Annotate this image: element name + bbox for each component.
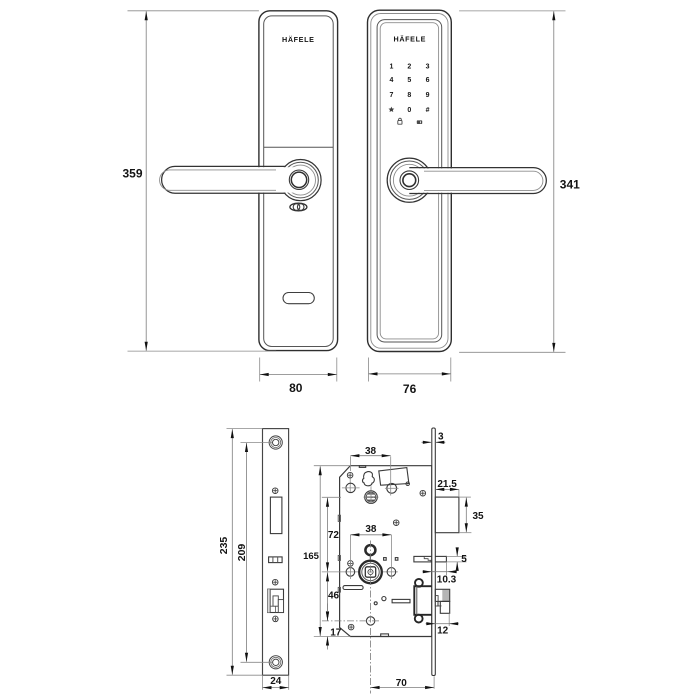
svg-text:1: 1	[389, 63, 393, 70]
svg-text:10.3: 10.3	[437, 575, 457, 586]
svg-text:235: 235	[218, 537, 230, 555]
svg-text:38: 38	[365, 446, 377, 457]
svg-text:5: 5	[461, 554, 467, 565]
svg-text:70: 70	[396, 678, 408, 689]
svg-text:35: 35	[473, 511, 485, 522]
svg-text:2: 2	[407, 63, 411, 70]
svg-text:80: 80	[289, 381, 303, 395]
svg-text:24: 24	[270, 676, 282, 687]
svg-text:#: #	[426, 107, 430, 114]
svg-text:8: 8	[407, 92, 411, 99]
svg-text:12: 12	[437, 626, 449, 637]
svg-text:72: 72	[328, 530, 340, 541]
svg-text:3: 3	[426, 63, 430, 70]
svg-text:HÄFELE: HÄFELE	[394, 35, 426, 44]
svg-text:4: 4	[389, 77, 393, 84]
svg-text:0: 0	[407, 107, 411, 114]
svg-text:21.5: 21.5	[437, 479, 457, 490]
svg-text:76: 76	[403, 382, 417, 396]
svg-text:17: 17	[330, 627, 342, 638]
svg-text:46: 46	[328, 591, 340, 602]
svg-text:6: 6	[426, 77, 430, 84]
svg-text:209: 209	[236, 544, 248, 562]
svg-text:38: 38	[365, 524, 377, 535]
svg-text:HÄFELE: HÄFELE	[282, 35, 314, 44]
svg-text:165: 165	[303, 551, 320, 562]
svg-text:9: 9	[426, 92, 430, 99]
svg-text:359: 359	[122, 167, 142, 181]
svg-text:5: 5	[407, 77, 411, 84]
svg-text:341: 341	[560, 177, 580, 191]
svg-text:3: 3	[438, 432, 444, 443]
svg-text:7: 7	[389, 92, 393, 99]
